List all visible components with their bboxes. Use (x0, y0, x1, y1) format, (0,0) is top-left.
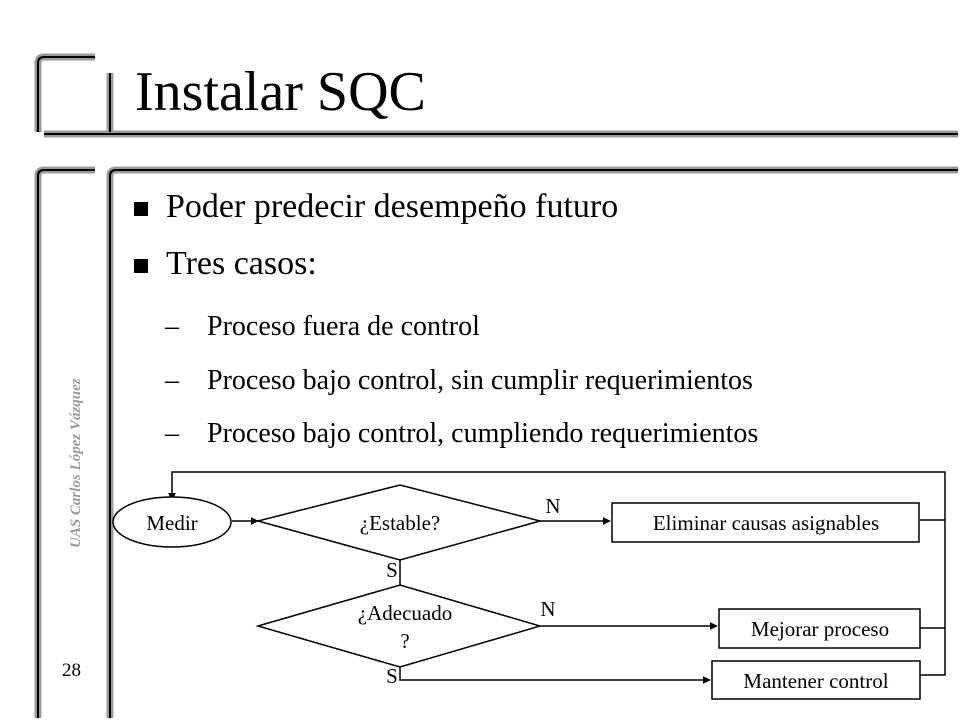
sub-bullet-text: Proceso bajo control, sin cumplir requer… (207, 364, 753, 396)
bullet-item: Tres casos: (130, 245, 618, 282)
bullet-text: Poder predecir desempeño futuro (166, 188, 619, 225)
sub-bullet-item: –Proceso fuera de control (165, 310, 758, 344)
bullet-text: Tres casos: (166, 245, 317, 283)
box-eliminar-causas (611, 502, 920, 543)
sub-bullet-item: –Proceso bajo control, cumpliendo requer… (165, 417, 758, 451)
sub-bullet-text: Proceso bajo control, cumpliendo requeri… (207, 418, 759, 450)
sub-bullet-dash: – (165, 311, 179, 342)
bullet-list: Poder predecir desempeño futuro Tres cas… (130, 188, 618, 303)
feedback-loop-line (920, 519, 946, 676)
box-eliminar-label: Eliminar causas asignables (653, 511, 879, 535)
square-bullet-icon (134, 202, 148, 216)
sub-bullet-text: Proceso fuera de control (207, 311, 480, 342)
bullet-item: Poder predecir desempeño futuro (130, 188, 618, 225)
arrow-adecuado-yes (399, 665, 711, 684)
sub-bullet-item: –Proceso bajo control, sin cumplir reque… (165, 364, 758, 398)
start-node-medir (112, 496, 232, 548)
square-bullet-icon (134, 259, 148, 274)
branch-label-no-2: N (540, 597, 555, 621)
sub-bullet-list: –Proceso fuera de control –Proceso bajo … (165, 310, 758, 471)
decision-estable (255, 484, 543, 561)
sub-bullet-dash: – (165, 418, 179, 450)
slide-title: Instalar SQC (135, 61, 426, 123)
decision-adecuado-label-2: ? (400, 629, 409, 653)
feedback-return-arrow (168, 471, 946, 520)
box-mejorar-proceso (718, 608, 921, 649)
branch-label-yes-2: S (386, 664, 398, 688)
box-mantener-control (711, 660, 921, 700)
page-number: 28 (62, 660, 81, 681)
sub-bullet-dash: – (165, 364, 179, 396)
node-medir-label: Medir (146, 511, 197, 535)
box-mejorar-label: Mejorar proceso (751, 617, 889, 641)
branch-label-yes-1: S (386, 558, 398, 582)
decision-estable-label: ¿Estable? (360, 511, 440, 535)
decision-adecuado (255, 584, 543, 668)
box-mantener-label: Mantener control (743, 669, 888, 693)
decision-adecuado-label-1: ¿Adecuado (358, 601, 452, 625)
branch-label-no-1: N (545, 494, 560, 518)
